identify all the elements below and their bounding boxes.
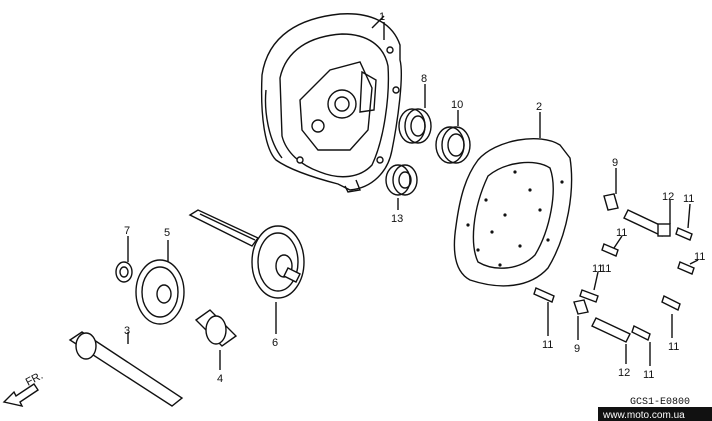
callout-labels: 1 2 3 4 5 6 7 8 9 9 10 11 11 11 11 11 11… (124, 11, 705, 385)
callout-7: 7 (124, 225, 130, 237)
callout-11-g: 11 (643, 369, 654, 381)
callout-2: 2 (536, 101, 542, 113)
callout-4: 4 (217, 373, 223, 385)
callout-11-c: 11 (592, 263, 603, 275)
bolts (533, 209, 695, 343)
final-shaft-6 (188, 209, 305, 299)
callout-9-top: 9 (612, 157, 618, 169)
diagram-code: GCS1-E0800 (630, 397, 690, 408)
callout-11-b: 11 (683, 193, 694, 205)
callout-6: 6 (272, 337, 278, 349)
bearing-8 (398, 108, 432, 144)
callout-12-top: 12 (662, 191, 674, 203)
callout-11-a: 11 (616, 227, 627, 239)
callout-3: 3 (124, 325, 130, 337)
leader-lines (127, 22, 699, 370)
countershaft-3 (68, 331, 184, 407)
watermark: www.moto.com.ua (602, 410, 685, 421)
callout-12-bottom: 12 (618, 367, 630, 379)
gasket (453, 138, 573, 287)
transmission-cover (260, 13, 402, 193)
pinion-4 (194, 309, 238, 347)
callout-11-e: 11 (542, 339, 553, 351)
front-label: FR. (24, 370, 45, 389)
callout-11-f: 11 (668, 341, 679, 353)
callout-10: 10 (451, 99, 463, 111)
callout-11-d: 11 (694, 251, 705, 263)
dowel-pin-9-bottom (573, 299, 589, 315)
callout-1: 1 (379, 11, 385, 23)
callout-11-h: 11 (600, 263, 611, 275)
callout-8: 8 (421, 73, 427, 85)
seal-10 (435, 126, 471, 164)
callout-5: 5 (164, 227, 170, 239)
callout-9-bottom: 9 (574, 343, 580, 355)
front-arrow: FR. (2, 370, 45, 408)
gear-5 (135, 259, 185, 325)
washer-7 (115, 261, 133, 283)
bearing-13 (385, 164, 418, 196)
callout-13: 13 (391, 213, 403, 225)
dowel-pin-9-top (603, 193, 619, 211)
watermark-background (598, 407, 712, 421)
